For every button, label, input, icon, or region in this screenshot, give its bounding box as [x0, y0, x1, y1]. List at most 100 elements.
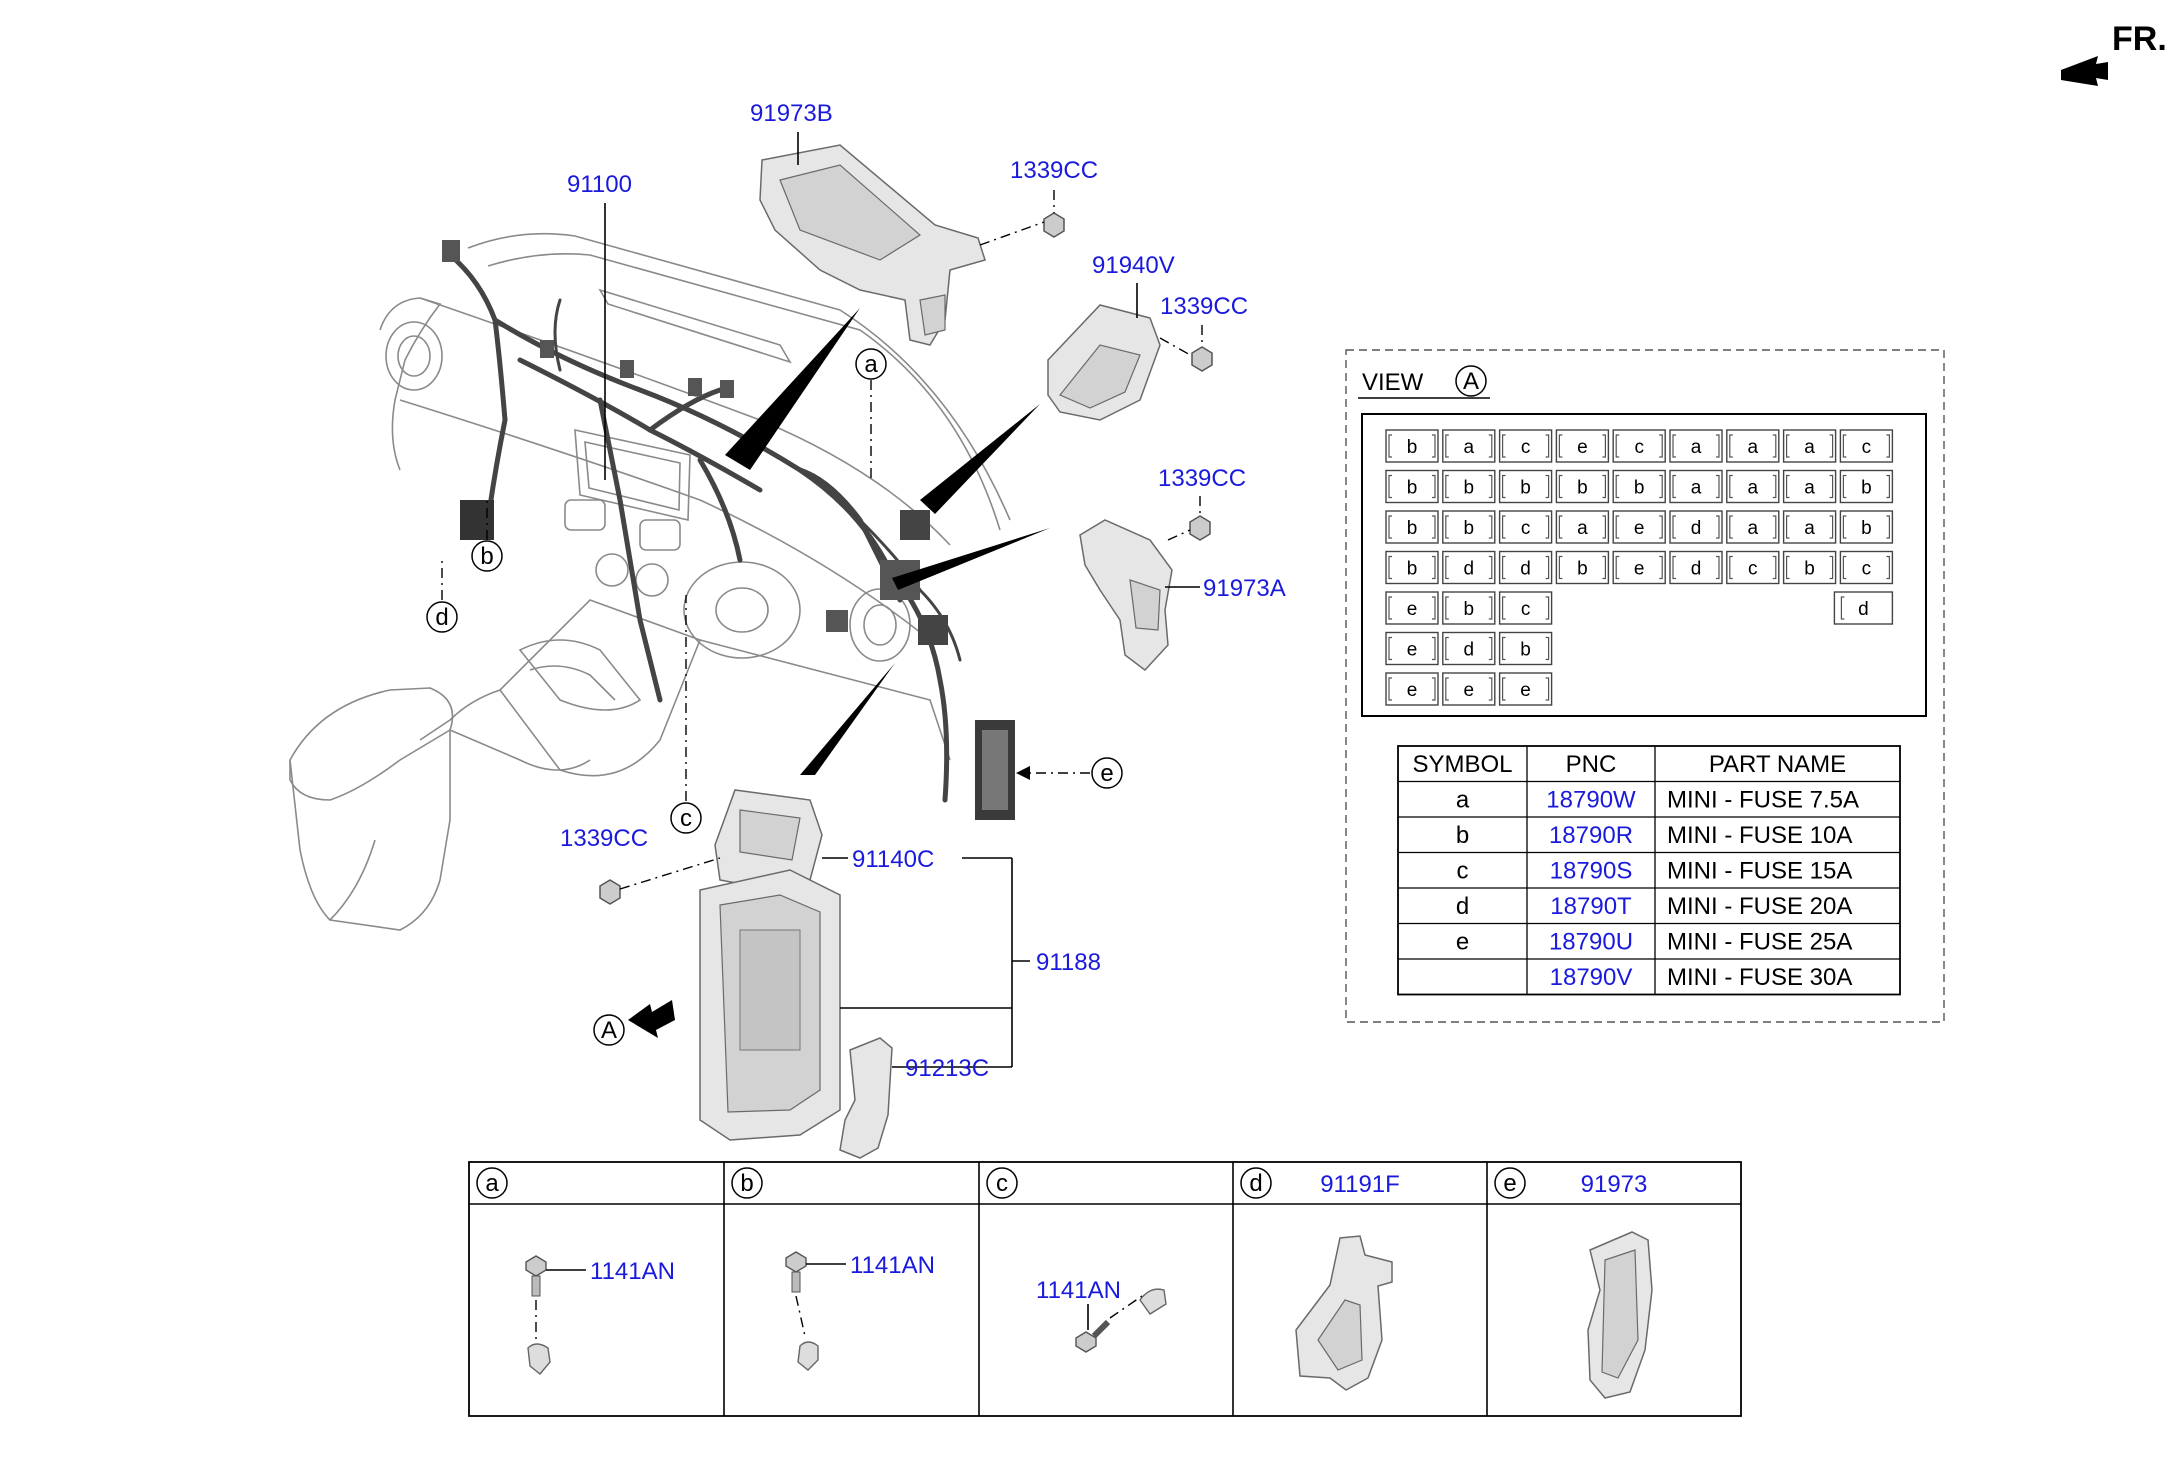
- fuse-slot-label: b: [1861, 478, 1872, 499]
- fuse-slot: d: [1669, 550, 1723, 585]
- fuse-slot-label: e: [1407, 640, 1418, 661]
- detail-panel-d: d 91191F: [1240, 1167, 1400, 1199]
- panel-c-bolt-illustration: [1075, 1288, 1167, 1353]
- callout-91973B[interactable]: 91973B: [750, 100, 833, 127]
- fuse-slot-label: b: [1634, 478, 1645, 499]
- fuse-slot-label: a: [1804, 437, 1815, 458]
- marker-circle-icon: [593, 1014, 625, 1046]
- fuse-pnc[interactable]: 18790S: [1550, 858, 1633, 885]
- marker-letter: A: [601, 1017, 617, 1044]
- marker-letter: c: [680, 805, 692, 832]
- callout-91100[interactable]: 91100: [567, 171, 632, 198]
- fuse-slot: b: [1442, 591, 1496, 625]
- fuse-slot-label: c: [1634, 437, 1644, 458]
- fuse-slot: a: [1726, 469, 1780, 504]
- leader-lines: [441, 132, 1203, 1068]
- marker-d: d: [426, 601, 458, 633]
- main-wiring-harness: [442, 240, 1015, 820]
- fuse-part-name: MINI - FUSE 20A: [1667, 893, 1852, 920]
- fuse-pnc[interactable]: 18790U: [1549, 929, 1633, 956]
- fuse-slot: b: [1555, 550, 1610, 585]
- fuse-slot-label: b: [1407, 437, 1418, 458]
- callout-91940V[interactable]: 91940V: [1092, 252, 1175, 279]
- fuse-slot: b: [1782, 550, 1837, 585]
- fuse-slot: d: [1498, 550, 1553, 585]
- fuse-slot: c: [1726, 550, 1780, 585]
- fuse-slot: a: [1726, 510, 1780, 544]
- fuse-pnc[interactable]: 18790W: [1546, 787, 1636, 814]
- fuse-slot-label: a: [1748, 518, 1759, 539]
- fuse-slot: a: [1782, 469, 1837, 504]
- fuse-slot-label: e: [1464, 680, 1475, 701]
- part-number-callouts: 91973B 91100 1339CC 91940V 1339CC 1339CC 91973…: [560, 100, 1286, 1082]
- fuse-slot: e: [1612, 550, 1666, 585]
- front-direction-indicator: FR.: [2061, 20, 2167, 86]
- marker-circle-icon: [426, 601, 458, 633]
- fuse-slot: d: [1442, 550, 1496, 585]
- fuse-slot: b: [1385, 429, 1439, 463]
- fuse-slot: b: [1839, 510, 1894, 544]
- callout-1339CC[interactable]: 1339CC: [1160, 293, 1248, 320]
- fuse-slot-label: d: [1858, 599, 1869, 620]
- marker-a: a: [855, 348, 887, 380]
- fuse-slot: b: [1839, 469, 1894, 504]
- fuse-slot-label: d: [1691, 559, 1702, 580]
- dashboard-illustration: [289, 232, 1011, 931]
- fuse-part-name: MINI - FUSE 25A: [1667, 929, 1852, 956]
- fuse-slot: a: [1555, 510, 1610, 544]
- panel-letter: d: [1249, 1170, 1262, 1197]
- callout-1339CC[interactable]: 1339CC: [1010, 157, 1098, 184]
- fuse-slot-label: a: [1748, 437, 1759, 458]
- fuse-pnc[interactable]: 18790T: [1550, 893, 1632, 920]
- panel-callout-1141AN[interactable]: 1141AN: [1036, 1277, 1121, 1304]
- fuse-slot: a: [1669, 429, 1723, 463]
- fuse-slot: b: [1555, 469, 1610, 504]
- panel-marker-circle-icon: [986, 1167, 1018, 1199]
- callout-91213C[interactable]: 91213C: [905, 1055, 989, 1082]
- callout-1339CC[interactable]: 1339CC: [560, 825, 648, 852]
- marker-circle-icon: [670, 802, 702, 834]
- front-label: FR.: [2112, 20, 2167, 58]
- panel-letter: b: [740, 1170, 753, 1197]
- callout-1339CC[interactable]: 1339CC: [1158, 465, 1246, 492]
- view-marker-circle: [1455, 365, 1487, 397]
- fuse-slot-label: d: [1691, 518, 1702, 539]
- callout-91140C[interactable]: 91140C: [852, 846, 934, 873]
- fuse-slot-label: b: [1407, 478, 1418, 499]
- fuse-slot: e: [1442, 672, 1496, 706]
- panel-d-91191F-illustration: [1295, 1235, 1393, 1391]
- marker-A: A: [593, 1014, 625, 1046]
- marker-circle-icon: [1091, 757, 1123, 789]
- fuse-pnc[interactable]: 18790R: [1549, 822, 1633, 849]
- fuse-slot-label: c: [1521, 437, 1531, 458]
- fuse-slot-label: c: [1748, 559, 1758, 580]
- fuse-slot-label: d: [1464, 559, 1475, 580]
- callout-91973A[interactable]: 91973A: [1203, 575, 1286, 602]
- panel-letter: e: [1503, 1170, 1516, 1197]
- callout-91188[interactable]: 91188: [1036, 949, 1101, 976]
- fuse-pnc[interactable]: 18790V: [1550, 964, 1633, 991]
- view-A-arrow-icon: [628, 1000, 675, 1038]
- front-arrow-icon: [2061, 56, 2108, 86]
- fuse-part-name: MINI - FUSE 7.5A: [1667, 787, 1859, 814]
- panel-callout-1141AN[interactable]: 1141AN: [850, 1252, 935, 1279]
- view-title: VIEW: [1362, 369, 1424, 396]
- fuse-part-name: MINI - FUSE 15A: [1667, 858, 1852, 885]
- fuse-slot-label: b: [1464, 599, 1475, 620]
- fuse-slot: d: [1669, 510, 1723, 544]
- fuse-slot: b: [1385, 550, 1439, 585]
- panel-part-number[interactable]: 91191F: [1320, 1171, 1400, 1198]
- fuse-slot: b: [1498, 631, 1553, 666]
- part-91140C-relay-box: [714, 789, 823, 894]
- fuse-slot: a: [1782, 510, 1837, 544]
- marker-b: b: [471, 540, 503, 572]
- fuse-slot: c: [1612, 429, 1666, 463]
- panel-part-number[interactable]: 91973: [1581, 1171, 1648, 1198]
- fuse-slot-label: c: [1862, 437, 1872, 458]
- panel-callout-1141AN[interactable]: 1141AN: [590, 1258, 675, 1285]
